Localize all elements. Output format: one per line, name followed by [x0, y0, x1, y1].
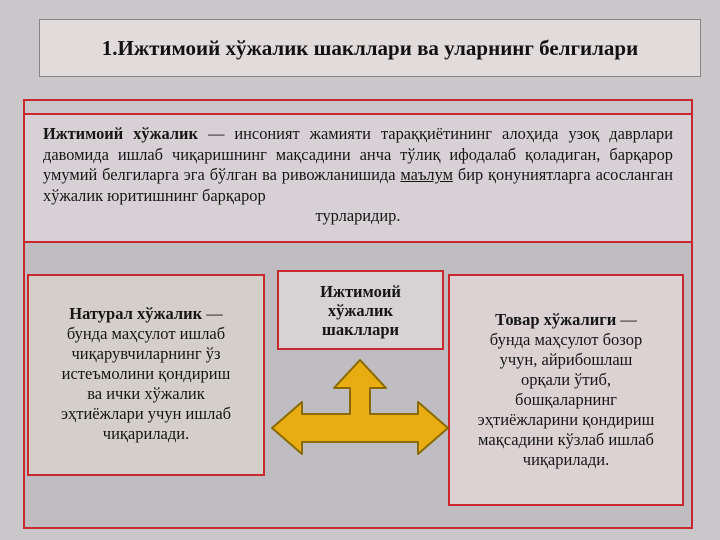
left-line-3: истеъмолини қондириш — [61, 364, 231, 383]
left-line-4: ва ички хўжалик — [87, 384, 205, 403]
right-line-2: учун, айрибошлаш — [499, 350, 633, 369]
right-line-4: бошқаларнинг — [515, 390, 617, 409]
definition-box: Ижтимоий хўжалик — инсоният жамияти тара… — [23, 113, 693, 243]
center-line-1: Ижтимоий — [320, 282, 401, 301]
outer-frame — [23, 99, 693, 529]
page-title: 1.Ижтимоий хўжалик шакллари ва уларнинг … — [101, 35, 639, 60]
center-node: Ижтимоий хўжалик шакллари — [277, 270, 444, 350]
definition-text-1: — инсоният жамияти тараққиётининг алоҳид… — [43, 124, 673, 184]
right-line-5: эҳтиёжларини қондириш — [477, 410, 655, 429]
three-way-arrow-icon — [271, 359, 449, 455]
definition-underlined-word: маълум — [400, 165, 453, 184]
three-way-arrow-shape — [271, 359, 449, 455]
left-line-2: чиқарувчиларнинг ўз — [71, 344, 221, 363]
center-line-2: хўжалик — [327, 301, 394, 320]
left-dash: — — [202, 304, 223, 323]
center-line-3: шакллари — [321, 320, 400, 339]
left-term: Натурал хўжалик — [69, 304, 203, 323]
right-line-6: мақсадини кўзлаб ишлаб — [478, 430, 654, 449]
title-box: 1.Ижтимоий хўжалик шакллари ва уларнинг … — [39, 19, 701, 77]
right-dash: — — [616, 310, 637, 329]
right-line-3: орқали ўтиб, — [521, 370, 611, 389]
right-line-7: чиқарилади. — [522, 450, 610, 469]
definition-last-line: турларидир. — [315, 206, 401, 225]
natural-economy-card: Натурал хўжалик — бунда маҳсулот ишлаб ч… — [27, 274, 265, 476]
commodity-economy-card: Товар хўжалиги — бунда маҳсулот бозор уч… — [448, 274, 684, 506]
left-line-5: эҳтиёжлари учун ишлаб — [60, 404, 232, 423]
left-line-6: чиқарилади. — [102, 424, 190, 443]
definition-text-2: бир қонуниятларга асосланган хўжалик юри… — [43, 165, 673, 205]
right-line-1: бунда маҳсулот бозор — [489, 330, 643, 349]
left-line-1: бунда маҳсулот ишлаб — [66, 324, 226, 343]
definition-term: Ижтимоий хўжалик — [43, 124, 198, 143]
right-term: Товар хўжалиги — [495, 310, 617, 329]
